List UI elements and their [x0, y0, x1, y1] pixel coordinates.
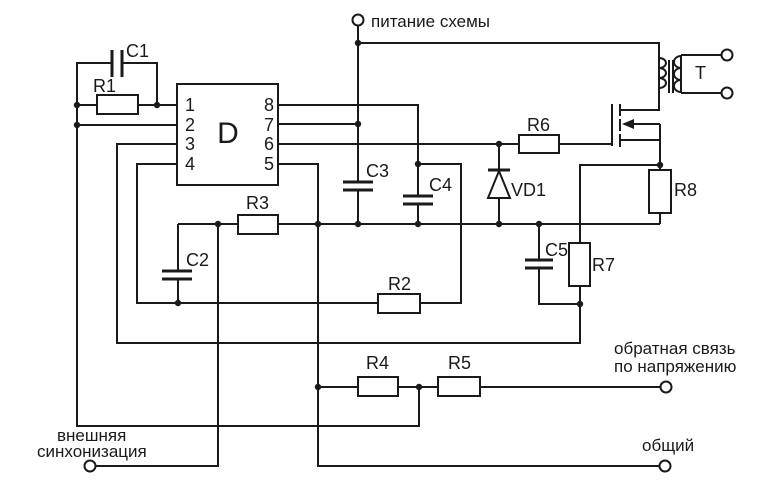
junction-dot — [314, 220, 322, 228]
terminal-secondary-bottom — [720, 86, 734, 100]
terminal-feedback — [659, 380, 673, 394]
wire-r2-right-to-pin8-node — [418, 163, 462, 304]
junction-dot — [576, 300, 584, 308]
ic-pin-1: 1 — [185, 95, 195, 115]
mosfet-body-arrow — [622, 119, 634, 129]
junction-dot — [495, 140, 503, 148]
label-r6: R6 — [527, 115, 550, 135]
ic-label: D — [217, 117, 239, 150]
wire-c5-bottom-to-r7-node — [538, 268, 580, 305]
label-sync-1: внешняя — [57, 426, 126, 445]
label-c5: C5 — [545, 240, 568, 260]
transformer-secondary-coil — [673, 55, 682, 93]
junction-dot — [354, 39, 362, 47]
junction-dot — [414, 220, 422, 228]
junction-dot — [656, 161, 664, 169]
terminal-power — [351, 13, 365, 27]
junction-dot — [495, 220, 503, 228]
junction-dot — [73, 121, 81, 129]
wire-sync-terminal-to-rail — [96, 224, 219, 467]
ic-pin-4: 4 — [185, 154, 195, 174]
label-power: питание схемы — [371, 12, 490, 31]
ic-body — [176, 83, 279, 186]
resistor-R2 — [377, 293, 421, 314]
wire-source-to-r7-top — [579, 164, 660, 243]
label-r3: R3 — [246, 193, 269, 213]
wire-divider-to-left-rail — [76, 62, 420, 427]
label-r1: R1 — [93, 76, 116, 96]
ic-pin-5: 5 — [264, 154, 274, 174]
label-c1: C1 — [126, 41, 149, 61]
ic-pin-6: 6 — [264, 134, 274, 154]
junction-dot — [415, 383, 423, 391]
label-transformer: T — [695, 63, 706, 83]
label-r5: R5 — [448, 353, 471, 373]
label-c3: C3 — [366, 161, 389, 181]
ic-pin-2: 2 — [185, 115, 195, 135]
junction-dot — [214, 220, 222, 228]
resistor-R1 — [96, 94, 139, 115]
junction-dot — [354, 220, 362, 228]
resistor-R3 — [237, 214, 279, 235]
resistor-R8 — [648, 169, 672, 214]
junction-dot — [153, 101, 161, 109]
label-c4: C4 — [429, 175, 452, 195]
label-r2: R2 — [388, 274, 411, 294]
transformer-primary-coil — [658, 57, 667, 89]
junction-dot — [73, 101, 81, 109]
label-feedback-1: обратная связь — [614, 339, 736, 358]
terminal-secondary-top — [720, 48, 734, 62]
resistor-R6 — [518, 134, 560, 154]
ic-pin-3: 3 — [185, 134, 195, 154]
ic-pin-7: 7 — [264, 115, 274, 135]
wire-pin5-to-ground-terminal — [278, 163, 659, 467]
wire-c1-right-lead — [122, 62, 158, 105]
label-r4: R4 — [366, 353, 389, 373]
wire-r7-bottom-to-pin3 — [116, 143, 581, 344]
label-sync-2: синхонизация — [37, 442, 147, 461]
terminal-ground — [658, 459, 672, 473]
terminal-sync — [83, 459, 97, 473]
diode-VD1-triangle — [486, 168, 512, 199]
resistor-R7 — [568, 242, 591, 287]
ic-pin-8: 8 — [264, 95, 274, 115]
wire-power-to-transformer-and-drain — [358, 42, 660, 111]
junction-dot — [314, 383, 322, 391]
junction-dot — [535, 220, 543, 228]
label-r7: R7 — [592, 255, 615, 275]
label-vd1: VD1 — [511, 180, 546, 200]
wire-pin4-to-r2-left — [136, 163, 378, 304]
label-ground: общий — [642, 436, 694, 455]
resistor-R4 — [357, 376, 399, 397]
label-c2: C2 — [186, 250, 209, 270]
resistor-R5 — [437, 376, 481, 397]
label-feedback-2: по напряжению — [614, 357, 737, 376]
junction-dot — [174, 299, 182, 307]
label-r8: R8 — [674, 180, 697, 200]
junction-dot — [414, 160, 422, 168]
junction-dot — [354, 120, 362, 128]
